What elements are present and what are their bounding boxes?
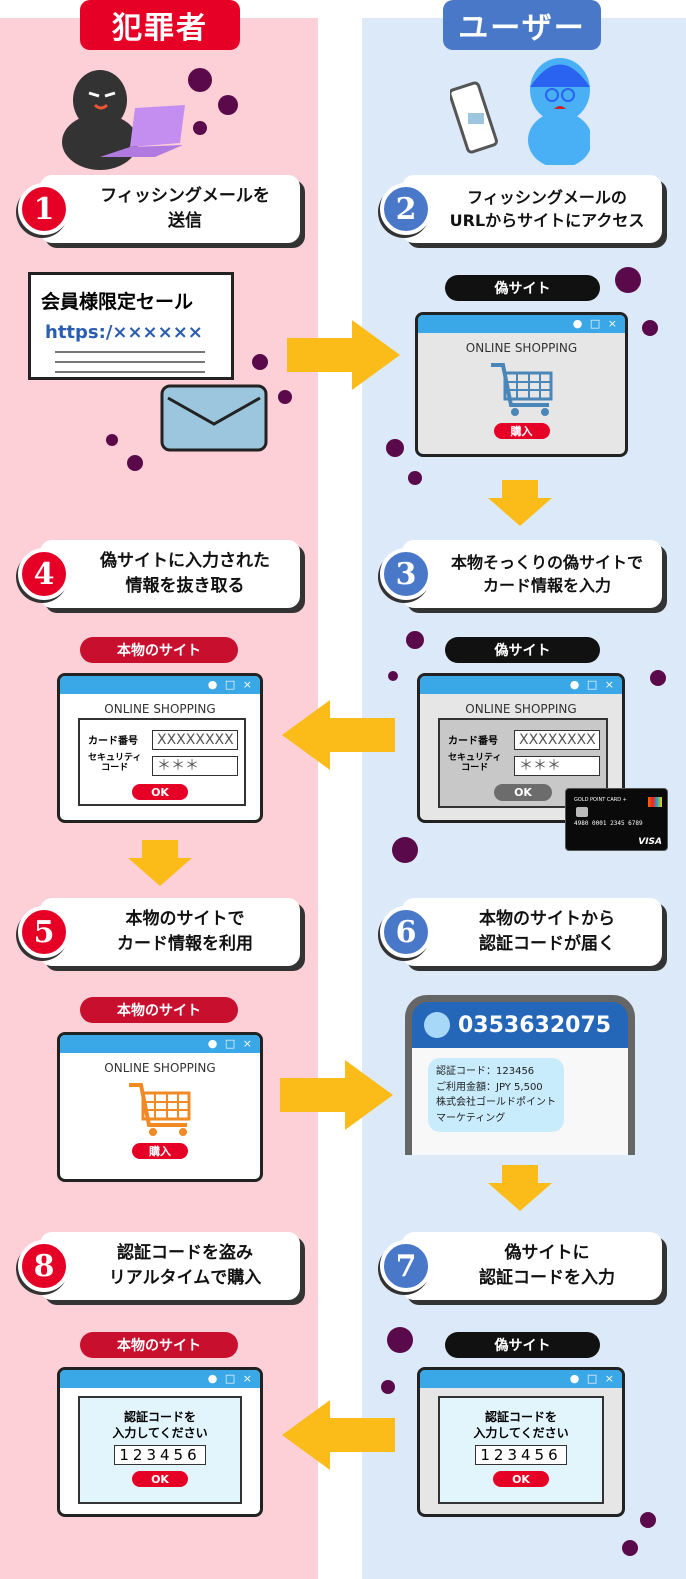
step-4-bubble: 偽サイトに入力された 情報を抜き取る [40, 540, 300, 608]
step-5-number: 5 [18, 906, 70, 958]
step-6-bubble: 本物のサイトから 認証コードが届く [402, 898, 662, 966]
buy-button[interactable]: 購入 [132, 1143, 188, 1159]
fake-site-label: 偽サイト [445, 1332, 600, 1358]
card-number-field[interactable]: XXXXXXXX [514, 730, 600, 750]
step-4-text: 偽サイトに入力された 情報を抜き取る [100, 551, 270, 596]
step-5-text: 本物のサイトで カード情報を利用 [117, 909, 253, 954]
security-code-field[interactable]: ＊＊＊ [152, 756, 238, 776]
arrow-down-3 [488, 1165, 552, 1211]
window-controls[interactable]: ● □ × [60, 1035, 260, 1053]
sms-message: 認証コード：123456 ご利用金額：JPY 5,500 株式会社ゴールドポイン… [428, 1058, 564, 1132]
real-site-label: 本物のサイト [80, 1332, 238, 1358]
user-header: ユーザー [443, 0, 601, 50]
arrow-down-1 [488, 480, 552, 526]
step-7-text: 偽サイトに 認証コードを入力 [479, 1243, 615, 1288]
step-7-number: 7 [380, 1240, 432, 1292]
step-2-text: フィッシングメールの URLからサイトにアクセス [449, 187, 645, 230]
step-8-text: 認証コードを盗み リアルタイムで購入 [108, 1243, 262, 1288]
sms-sender: 0353632075 [458, 1012, 612, 1038]
window-controls[interactable]: ● □ × [418, 315, 625, 333]
chip-icon [576, 807, 588, 817]
arrow-right-1 [287, 320, 400, 390]
card-number-field[interactable]: XXXXXXXX [152, 730, 238, 750]
card-brand: GOLD POINT CARD + [574, 797, 627, 803]
criminal-illustration [62, 68, 238, 170]
fake-site-label: 偽サイト [445, 275, 600, 301]
window-title: ONLINE SHOPPING [104, 1061, 216, 1075]
fake-site-label: 偽サイト [445, 637, 600, 663]
fake-site-auth-window: ● □ × 認証コードを 入力してください 123456 OK [417, 1367, 625, 1517]
real-site-form-window: ● □ × ONLINE SHOPPING カード番号 XXXXXXXX セキュ… [57, 673, 263, 823]
auth-code-field[interactable]: 123456 [475, 1445, 567, 1466]
step-3-text: 本物そっくりの偽サイトで カード情報を入力 [450, 552, 643, 595]
window-controls[interactable]: ● □ × [60, 1370, 260, 1388]
step-6-number: 6 [380, 906, 432, 958]
envelope-icon [160, 384, 268, 452]
sms-line: ご利用金額：JPY 5,500 [436, 1081, 543, 1093]
real-site-auth-window: ● □ × 認証コードを 入力してください 123456 OK [57, 1367, 263, 1517]
step-3-number: 3 [380, 548, 432, 600]
sms-line: 認証コード：123456 [436, 1066, 535, 1077]
credit-card: GOLD POINT CARD + 4980 0001 2345 6789 VI… [565, 788, 668, 851]
card-number-label: カード番号 [448, 736, 498, 747]
step-2-number: 2 [380, 183, 432, 235]
criminal-header: 犯罪者 [80, 0, 240, 50]
security-code-label: セキュリティ コード [448, 753, 502, 773]
step-1-bubble: フィッシングメールを 送信 [40, 175, 300, 243]
email-url: https:/×××××× [45, 322, 203, 343]
fake-site-window: ● □ × ONLINE SHOPPING 購入 [415, 312, 628, 457]
auth-prompt: 認証コードを 入力してください [473, 1410, 569, 1440]
ok-button[interactable]: OK [132, 1471, 188, 1488]
card-network: VISA [638, 837, 662, 847]
arrow-down-2 [128, 840, 192, 886]
step-6-text: 本物のサイトから 認証コードが届く [479, 909, 615, 954]
step-1-text: フィッシングメールを 送信 [100, 186, 270, 231]
contact-avatar-icon [424, 1012, 450, 1038]
window-controls[interactable]: ● □ × [60, 676, 260, 694]
sms-line: マーケティング [436, 1112, 506, 1124]
ok-button[interactable]: OK [493, 1471, 549, 1488]
step-1-number: 1 [18, 183, 70, 235]
auth-code-field[interactable]: 123456 [114, 1445, 206, 1466]
arrow-left-2 [282, 1400, 395, 1470]
cart-icon [129, 1083, 191, 1136]
window-controls[interactable]: ● □ × [420, 1370, 622, 1388]
arrow-right-2 [280, 1060, 393, 1130]
card-number-label: カード番号 [88, 736, 138, 747]
real-site-shop-window: ● □ × ONLINE SHOPPING 購入 [57, 1032, 263, 1182]
email-subject: 会員様限定セール [41, 291, 194, 313]
window-title: ONLINE SHOPPING [104, 702, 216, 716]
step-4-number: 4 [18, 548, 70, 600]
phone-sms: 0353632075 認証コード：123456 ご利用金額：JPY 5,500 … [405, 995, 635, 1155]
card-logo [648, 797, 662, 807]
arrow-left-1 [282, 700, 395, 770]
ok-button[interactable]: OK [132, 784, 188, 800]
security-code-field[interactable]: ＊＊＊ [514, 756, 600, 776]
real-site-label: 本物のサイト [80, 637, 238, 663]
auth-prompt: 認証コードを 入力してください [112, 1410, 208, 1440]
user-illustration [450, 58, 590, 165]
window-controls[interactable]: ● □ × [420, 676, 622, 694]
ok-button[interactable]: OK [494, 784, 552, 801]
step-8-bubble: 認証コードを盗み リアルタイムで購入 [40, 1232, 300, 1300]
window-title: ONLINE SHOPPING [465, 702, 577, 716]
real-site-label: 本物のサイト [80, 997, 238, 1023]
step-8-number: 8 [18, 1240, 70, 1292]
phishing-email: 会員様限定セール https:/×××××× [28, 272, 234, 380]
step-2-bubble: フィッシングメールの URLからサイトにアクセス [402, 175, 662, 243]
cart-icon [490, 363, 552, 416]
buy-button[interactable]: 購入 [493, 423, 550, 439]
sms-line: 株式会社ゴールドポイント [436, 1097, 556, 1108]
step-5-bubble: 本物のサイトで カード情報を利用 [40, 898, 300, 966]
window-title: ONLINE SHOPPING [465, 341, 578, 355]
security-code-label: セキュリティ コード [88, 753, 142, 773]
card-number: 4980 0001 2345 6789 [574, 820, 643, 827]
step-7-bubble: 偽サイトに 認証コードを入力 [402, 1232, 662, 1300]
step-3-bubble: 本物そっくりの偽サイトで カード情報を入力 [402, 540, 662, 608]
